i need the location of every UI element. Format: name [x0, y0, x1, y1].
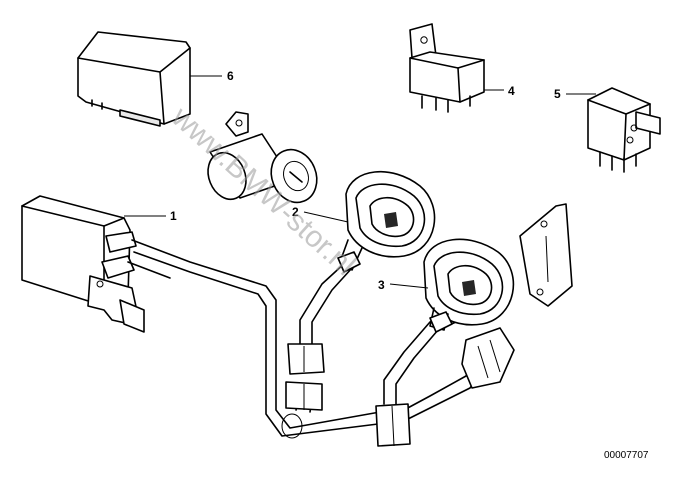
callout-2: 2: [292, 205, 349, 223]
part-3-ring-antenna: [423, 203, 573, 333]
part-5-relay: [587, 87, 661, 173]
callout-3: 3: [378, 278, 429, 292]
callout-1-label: 1: [170, 209, 177, 223]
harness-connector-middle: [285, 381, 323, 411]
harness-connector-lower: [375, 403, 411, 447]
part-6-relay-box: [77, 31, 191, 127]
callout-5-label: 5: [554, 87, 561, 101]
callout-4: 4: [484, 84, 515, 98]
callout-2-label: 2: [292, 205, 299, 219]
harness-plug-right: [461, 327, 515, 389]
callout-1: 1: [124, 209, 177, 223]
callout-4-label: 4: [508, 84, 515, 98]
ignition-lock-cylinder: [207, 111, 318, 204]
callout-5: 5: [554, 87, 596, 101]
callout-6-label: 6: [227, 69, 234, 83]
document-number: 00007707: [604, 450, 649, 461]
callout-3-label: 3: [378, 278, 385, 292]
harness-connector-upper: [287, 343, 325, 375]
watermark-text: www.BMW-stor.nl: [165, 100, 362, 282]
part-2-ring-antenna: [337, 170, 436, 273]
callout-6: 6: [190, 69, 234, 83]
part-4-relay: [409, 23, 485, 113]
